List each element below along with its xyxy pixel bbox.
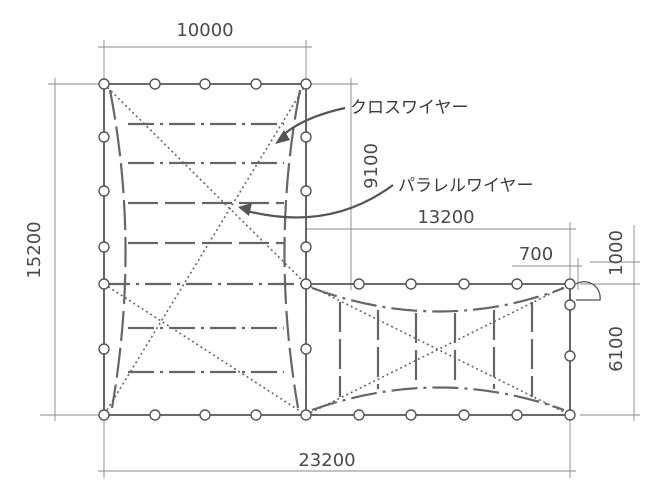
post <box>98 278 110 290</box>
parallel-wire-leader <box>246 184 394 219</box>
post <box>300 185 312 197</box>
post <box>199 409 211 421</box>
posts <box>98 78 576 421</box>
post <box>98 131 110 143</box>
post <box>98 409 110 421</box>
left-section-wires <box>103 83 307 416</box>
post <box>149 78 161 90</box>
dim-right-width: 13200 <box>417 207 474 228</box>
post <box>300 78 312 90</box>
frame-outline <box>103 83 571 416</box>
right-edge-wire-south <box>311 386 565 412</box>
left-edge-wire-east <box>283 89 302 409</box>
left-cross-wire-4 <box>103 283 307 416</box>
cross-wire-leader <box>279 106 346 139</box>
dimension-lines <box>40 40 640 478</box>
post <box>511 409 523 421</box>
right-cross-wire-1 <box>305 283 571 416</box>
cross-wire-label: クロスワイヤー <box>350 98 469 118</box>
right-section-wires <box>305 283 571 416</box>
post <box>300 131 312 143</box>
post <box>511 278 523 290</box>
parallel-wire-label: パラレルワイヤー <box>398 176 534 196</box>
frame-polyline <box>103 83 571 416</box>
post <box>98 241 110 253</box>
left-cross-wire-2 <box>103 83 307 416</box>
right-cross-wire-2 <box>305 283 571 416</box>
left-cross-wire-1 <box>103 83 307 285</box>
corner-offset-arc <box>575 281 601 301</box>
post <box>300 278 312 290</box>
post <box>300 241 312 253</box>
post <box>564 278 576 290</box>
post <box>300 409 312 421</box>
post <box>353 409 365 421</box>
post <box>98 78 110 90</box>
post <box>564 409 576 421</box>
post <box>300 343 312 355</box>
post <box>405 278 417 290</box>
dim-offset-1000: 1000 <box>606 230 627 276</box>
post <box>98 343 110 355</box>
parallel-wire-arrowhead-icon <box>238 203 252 216</box>
post <box>458 278 470 290</box>
dim-right-height: 6100 <box>606 326 627 372</box>
left-edge-wire-west <box>108 89 127 409</box>
post <box>250 78 262 90</box>
post <box>149 409 161 421</box>
post <box>405 409 417 421</box>
dim-inner-height: 9100 <box>361 143 382 189</box>
right-edge-wire-north <box>311 286 565 313</box>
post <box>98 185 110 197</box>
post <box>250 409 262 421</box>
post <box>564 299 576 311</box>
post <box>458 409 470 421</box>
post <box>564 350 576 362</box>
dim-top-width: 10000 <box>176 20 233 41</box>
dim-total-width: 23200 <box>298 450 355 471</box>
callout-arrows <box>238 106 394 219</box>
post <box>199 78 211 90</box>
post <box>353 278 365 290</box>
cross-wire-arrowhead-icon <box>275 130 290 144</box>
dim-left-height: 15200 <box>24 221 45 278</box>
dim-offset-700: 700 <box>519 244 553 265</box>
